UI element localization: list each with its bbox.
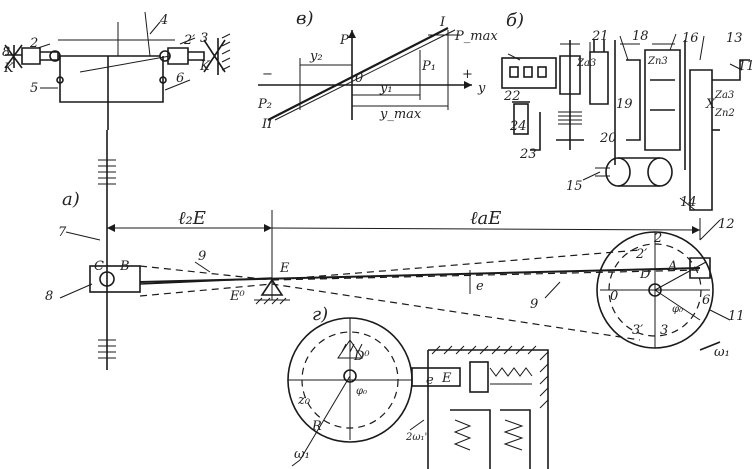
- cam-label-e: E: [441, 371, 452, 386]
- gear-label-13: 13: [726, 31, 743, 46]
- plus-sign: +: [462, 67, 473, 82]
- disk-label-omega: ω₁: [714, 345, 730, 360]
- label-eccentricity: e: [476, 279, 484, 294]
- gear-label-21: 21: [591, 29, 609, 44]
- z-label-zn3: Zп3: [647, 56, 668, 67]
- disk-label-2: 2: [653, 231, 662, 246]
- origin-label: 0: [355, 71, 363, 86]
- pmax-label: P_max: [454, 29, 498, 44]
- disk-label-3-prime: 3′: [632, 323, 643, 338]
- label-c: C: [94, 259, 104, 274]
- gearbox-schematic: б): [501, 10, 754, 211]
- disk-label-0: 0: [610, 289, 618, 304]
- z-label-za3b: Zа3: [714, 90, 734, 101]
- cam-label-2omega: 2ω₁': [405, 432, 427, 443]
- label-8: 8: [45, 289, 53, 304]
- label-k-right: K: [199, 59, 211, 74]
- disk-label-2-prime: 2′: [635, 247, 647, 262]
- force-displacement-graph: в) P y 0 + − y₁ y₂ y_max P₁ P₂ P_max I I…: [257, 8, 498, 132]
- gear-label-22: 22: [503, 89, 521, 104]
- gear-label-20: 20: [599, 131, 617, 146]
- disk-label-3: 3: [660, 323, 668, 338]
- label-b: B: [119, 259, 130, 274]
- dim-lae: ℓаE: [470, 208, 501, 229]
- label-e0: E⁰: [229, 289, 245, 304]
- dim-l2e: ℓ₂E: [178, 208, 206, 229]
- p2-label: P₂: [257, 97, 272, 112]
- z-label-zn2: Zп2: [714, 108, 735, 119]
- gear-label-x: X: [705, 97, 716, 112]
- panel-g-label: г): [312, 304, 328, 325]
- panel-a-label: a): [62, 189, 80, 210]
- label-2-prime: 2′: [183, 33, 195, 48]
- cam-label-omega: ω₁: [294, 447, 310, 462]
- label-3: 3: [200, 31, 208, 46]
- label-e-pivot: E: [279, 261, 290, 276]
- panel-v-label: в): [296, 8, 314, 29]
- p-axis-label: P: [339, 33, 349, 48]
- point-II-label: II: [261, 117, 273, 132]
- ymax-label: y_max: [379, 107, 422, 122]
- gear-label-23: 23: [519, 147, 537, 162]
- label-6: 6: [176, 71, 184, 86]
- disk-label-6: 6: [702, 293, 710, 308]
- label-4: 4: [159, 13, 168, 28]
- cam-label-phi: φ₀: [356, 386, 367, 397]
- minus-sign: −: [262, 67, 273, 82]
- label-9-right: 9: [530, 297, 538, 312]
- point-I-label: I: [439, 15, 446, 30]
- cam-label-eccentricity: e: [426, 373, 434, 388]
- cam-label-z: z₀: [297, 393, 311, 408]
- label-8-top: 8: [2, 45, 10, 60]
- disk-label-11: 11: [728, 309, 745, 324]
- gear-label-19: 19: [616, 97, 633, 112]
- cam-label-r: R: [311, 419, 322, 434]
- panel-b-label: б): [506, 10, 524, 31]
- label-2: 2: [29, 36, 38, 51]
- gear-label-24: 24: [509, 119, 527, 134]
- main-lever-diagram: a) 7 8 9 9 C B: [45, 130, 701, 370]
- gear-label-15: 15: [566, 179, 583, 194]
- p1-label: P₁: [421, 59, 436, 74]
- z-label-za3: Zа3: [576, 58, 596, 69]
- label-k-left: K: [3, 61, 15, 76]
- y2-label: y₂: [309, 49, 323, 64]
- bottom-cam-mechanism: D⁰ R z₀ φ₀ ω₁ E e 2ω₁': [287, 317, 549, 469]
- gear-label-14: 14: [680, 195, 697, 210]
- label-9-left: 9: [198, 249, 206, 264]
- disk-label-phi: φ₀: [672, 304, 683, 315]
- y1-label: y₁: [379, 81, 393, 96]
- cam-label-d0: D⁰: [353, 349, 370, 364]
- top-left-linkage: 2 2′ 3 4 5 6 8 K K: [2, 11, 231, 130]
- label-5: 5: [30, 81, 38, 96]
- disk-label-a: A: [667, 259, 677, 274]
- right-cam-disk: D A 12 11 2 2′ 3 3′ 0 6 φ₀ ω₁: [596, 217, 745, 360]
- label-7: 7: [58, 225, 67, 240]
- gear-label-16: 16: [682, 31, 699, 46]
- gear-label-18: 18: [632, 29, 649, 44]
- gear-label-11: 11: [738, 59, 754, 74]
- disk-label-12: 12: [718, 217, 735, 232]
- y-axis-label: y: [477, 81, 486, 96]
- disk-label-d: D: [639, 267, 651, 282]
